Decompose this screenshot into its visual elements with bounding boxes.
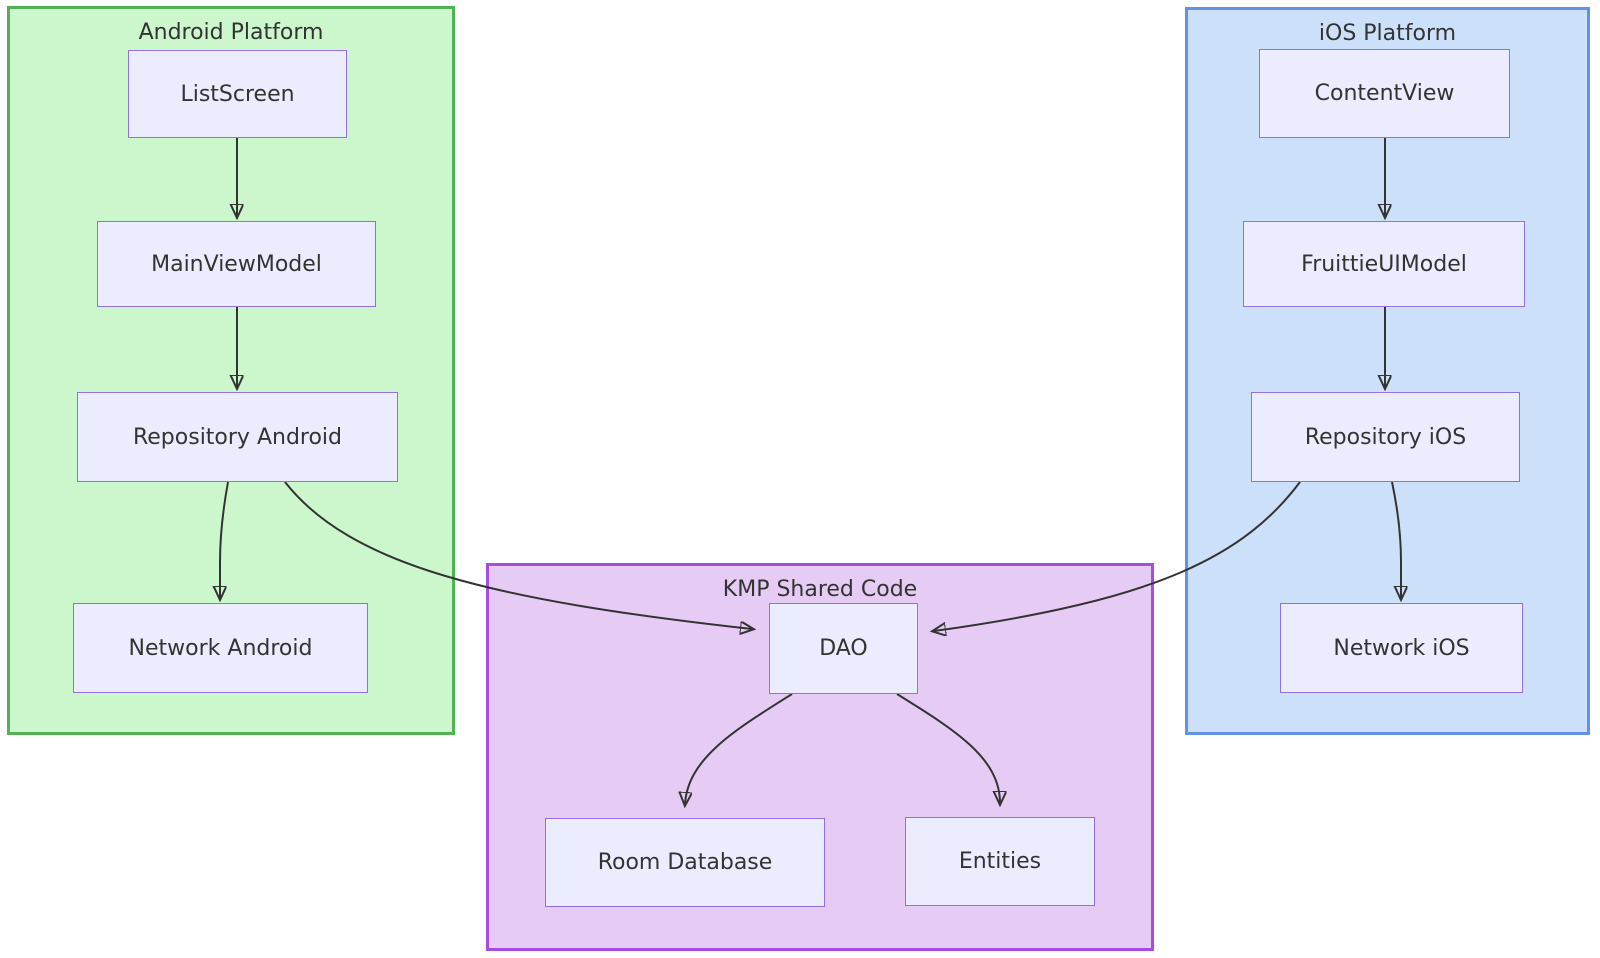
node-mainviewmodel: MainViewModel — [97, 221, 376, 307]
node-fruittieuimodel: FruittieUIModel — [1243, 221, 1525, 307]
node-network-ios: Network iOS — [1280, 603, 1523, 693]
node-repository-ios: Repository iOS — [1251, 392, 1520, 482]
node-contentview: ContentView — [1259, 49, 1510, 138]
node-entities: Entities — [905, 817, 1095, 906]
node-dao: DAO — [769, 603, 918, 694]
node-listscreen: ListScreen — [128, 50, 347, 138]
node-network-android: Network Android — [73, 603, 368, 693]
kmp-shared-code-title: KMP Shared Code — [722, 577, 918, 602]
node-room-database: Room Database — [545, 818, 825, 907]
android-platform-title: Android Platform — [138, 20, 324, 45]
ios-platform-title: iOS Platform — [1318, 21, 1457, 46]
node-repository-android: Repository Android — [77, 392, 398, 482]
